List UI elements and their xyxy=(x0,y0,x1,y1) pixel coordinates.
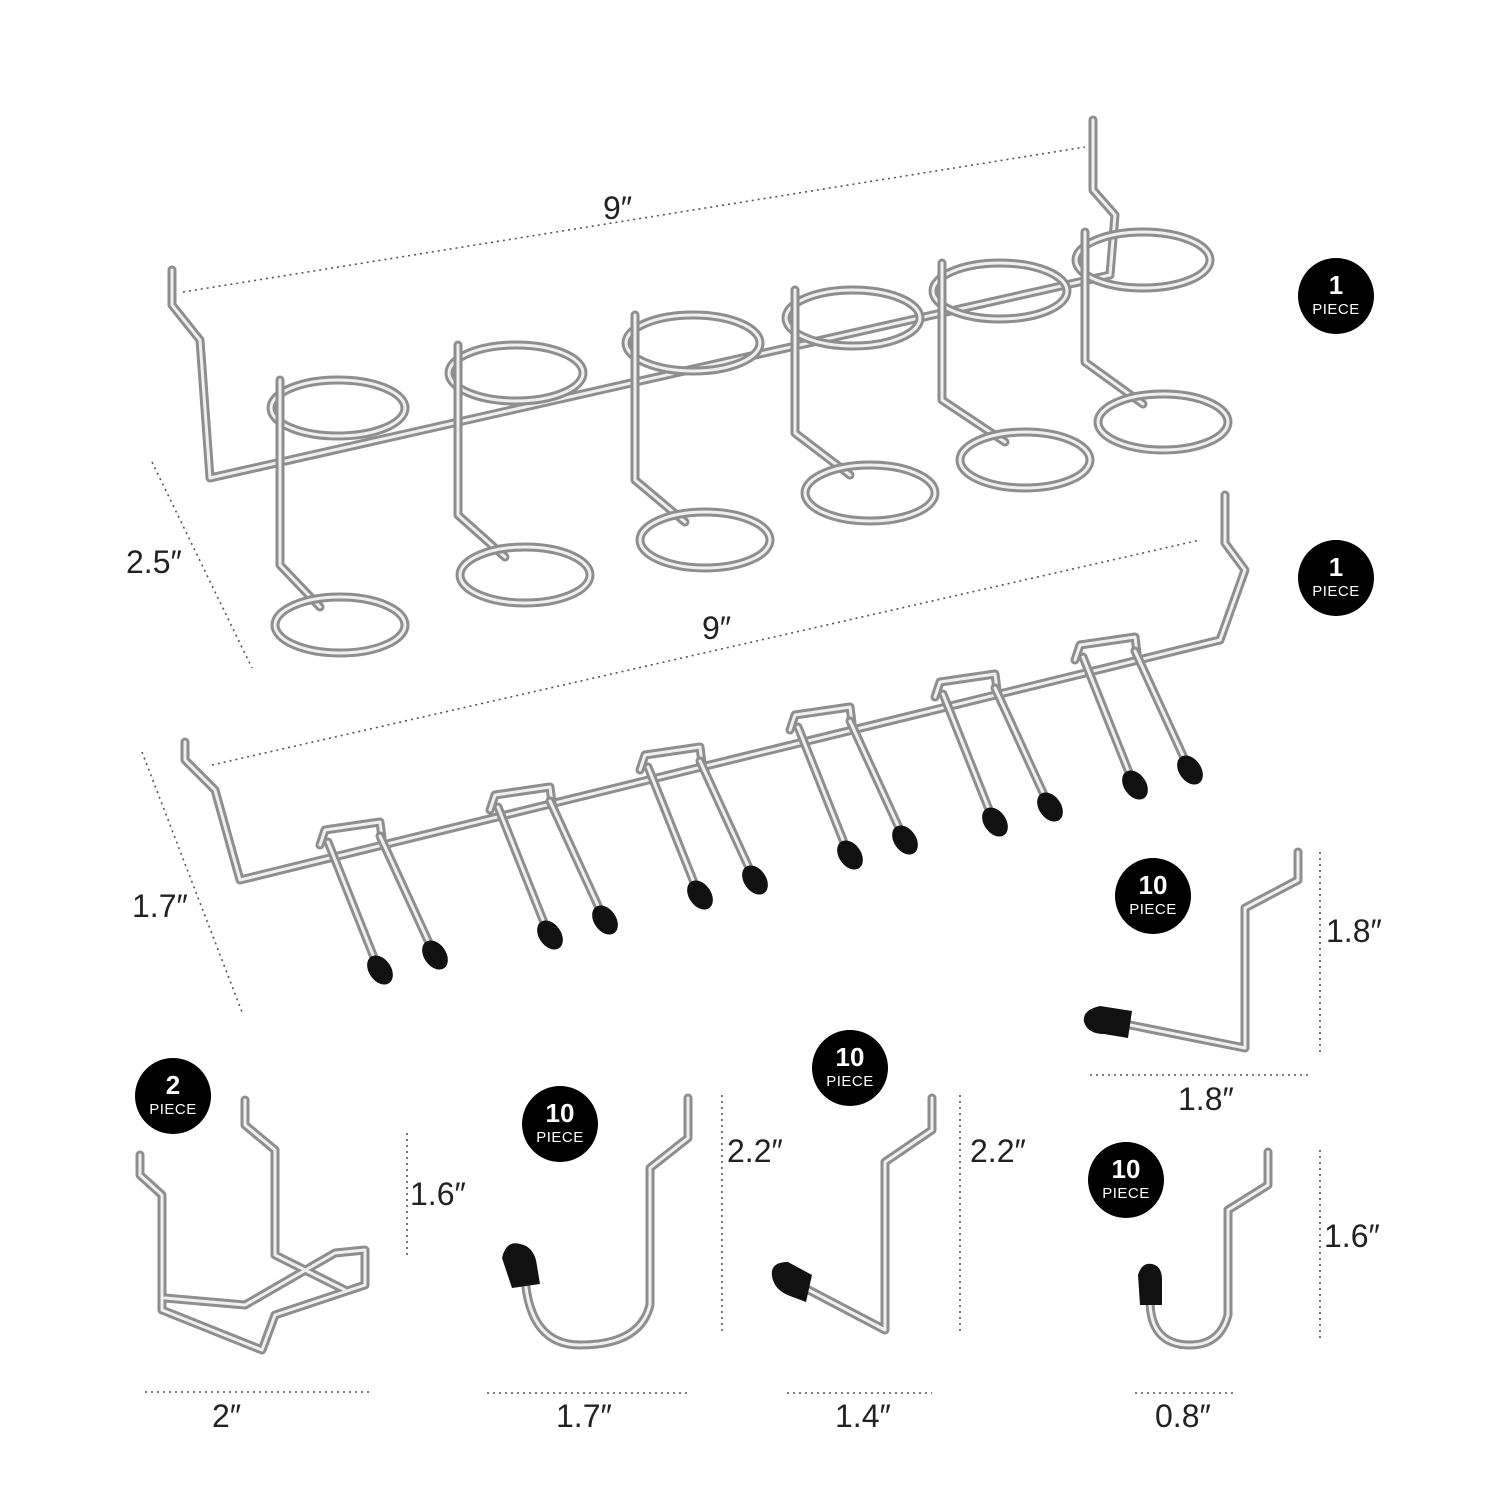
ring-holder-stem-4 xyxy=(790,285,855,480)
small-j-hook-height-label: 1.6″ xyxy=(1324,1218,1380,1254)
prong-loop-6 xyxy=(1070,632,1142,665)
ring-rack-length-label: 9″ xyxy=(603,190,633,226)
ring-holder-stem-3 xyxy=(630,310,690,527)
ring-holder-top-2 xyxy=(444,340,588,406)
angled-hook-height-label: 1.8″ xyxy=(1326,913,1382,949)
ring-holder-bottom-5 xyxy=(955,427,1095,493)
v-hook xyxy=(771,1093,961,1394)
ring-holder-top-1 xyxy=(266,375,410,441)
prong-rack-height-label: 1.7″ xyxy=(132,888,188,924)
prong-arm-right-6 xyxy=(1130,646,1190,765)
cradle-hook-quantity-badge: 2 PIECE xyxy=(135,1058,211,1134)
ring-holder-stem-1 xyxy=(275,375,325,612)
cradle-hook-height-label: 1.6″ xyxy=(410,1176,466,1212)
prong-tip-left-4 xyxy=(837,840,863,870)
ring-holder-top-6 xyxy=(1071,227,1215,293)
angled-hook xyxy=(1083,847,1321,1076)
v-hook-quantity: 10 xyxy=(835,1042,865,1072)
prong-arm-right-5 xyxy=(990,683,1050,802)
cradle-hook-quantity-unit: PIECE xyxy=(149,1101,197,1118)
prong-tip-right-1 xyxy=(422,940,448,970)
ring-holder-top-5 xyxy=(928,258,1072,324)
prong-arm-right-1 xyxy=(375,831,435,950)
small-j-hook-width-label: 0.8″ xyxy=(1155,1398,1211,1434)
prong-arm-left-3 xyxy=(643,762,700,890)
small-j-hook-quantity-badge: 10 PIECE xyxy=(1088,1142,1164,1218)
angled-hook-quantity: 10 xyxy=(1138,870,1168,900)
v-hook-quantity-badge: 10 PIECE xyxy=(812,1030,888,1106)
prong-rack-quantity-badge: 1 PIECE xyxy=(1298,540,1374,616)
prong-loop-4 xyxy=(785,702,857,735)
ring-rack-quantity: 1 xyxy=(1328,270,1344,300)
prong-arm-right-2 xyxy=(545,796,605,915)
v-hook-height-label: 2.2″ xyxy=(970,1133,1026,1169)
prong-loop-3 xyxy=(635,742,707,775)
large-j-hook xyxy=(487,1093,723,1394)
prong-tip-left-5 xyxy=(982,807,1008,837)
prong-tip-left-2 xyxy=(537,920,563,950)
ring-rack-quantity-unit: PIECE xyxy=(1312,301,1360,318)
prong-arm-left-4 xyxy=(793,722,850,850)
small-j-hook-quantity-unit: PIECE xyxy=(1102,1185,1150,1202)
prong-rack-quantity: 1 xyxy=(1328,552,1344,582)
large-j-hook-width-label: 1.7″ xyxy=(556,1398,612,1434)
prong-tip-left-3 xyxy=(687,880,713,910)
cradle-hook-quantity: 2 xyxy=(165,1070,181,1100)
small-j-hook xyxy=(1135,1147,1321,1394)
prong-arm-left-6 xyxy=(1078,652,1135,780)
prong-tip-right-2 xyxy=(592,905,618,935)
prong-tip-left-1 xyxy=(367,955,393,985)
prong-arm-right-3 xyxy=(695,756,755,875)
ring-rack-quantity-badge: 1 PIECE xyxy=(1298,258,1374,334)
small-j-hook-quantity: 10 xyxy=(1111,1154,1141,1184)
prong-rack-length-label: 9″ xyxy=(702,610,732,646)
ring-holder-stem-5 xyxy=(937,258,1010,447)
prong-arm-left-1 xyxy=(323,837,380,965)
prong-loop-1 xyxy=(315,817,387,850)
ring-holder-bottom-4 xyxy=(800,460,940,526)
ring-holder-bottom-3 xyxy=(635,507,775,573)
large-j-hook-quantity-unit: PIECE xyxy=(536,1129,584,1146)
large-j-hook-quantity: 10 xyxy=(545,1098,575,1128)
prong-tip-right-4 xyxy=(892,825,918,855)
v-hook-width-label: 1.4″ xyxy=(835,1398,891,1434)
v-hook-quantity-unit: PIECE xyxy=(826,1073,874,1090)
prong-tip-right-6 xyxy=(1177,755,1203,785)
prong-loop-5 xyxy=(930,669,1002,702)
large-j-hook-quantity-badge: 10 PIECE xyxy=(522,1086,598,1162)
prong-tip-left-6 xyxy=(1122,770,1148,800)
ring-holder-bottom-1 xyxy=(270,592,410,658)
angled-hook-quantity-badge: 10 PIECE xyxy=(1115,858,1191,934)
prong-arm-left-5 xyxy=(938,689,995,817)
angled-hook-width-label: 1.8″ xyxy=(1178,1081,1234,1117)
ring-holder-stem-2 xyxy=(453,340,510,562)
ring-rack-height-label: 2.5″ xyxy=(126,544,182,580)
ring-rack xyxy=(151,115,1233,669)
prong-loop-2 xyxy=(485,782,557,815)
cradle-hook-width-label: 2″ xyxy=(212,1398,242,1434)
ring-holder-bottom-2 xyxy=(455,542,595,608)
ring-holder-bottom-6 xyxy=(1093,389,1233,455)
prong-tip-right-3 xyxy=(742,865,768,895)
prong-rack xyxy=(141,490,1250,1013)
prong-rack-quantity-unit: PIECE xyxy=(1312,583,1360,600)
ring-holder-top-4 xyxy=(781,285,925,351)
prong-arm-left-2 xyxy=(493,802,550,930)
large-j-hook-height-label: 2.2″ xyxy=(727,1133,783,1169)
prong-tip-right-5 xyxy=(1037,792,1063,822)
ring-holder-top-3 xyxy=(621,310,765,376)
cradle-hook xyxy=(135,1095,408,1393)
ring-holder-stem-6 xyxy=(1080,227,1148,409)
angled-hook-quantity-unit: PIECE xyxy=(1129,901,1177,918)
prong-arm-right-4 xyxy=(845,716,905,835)
